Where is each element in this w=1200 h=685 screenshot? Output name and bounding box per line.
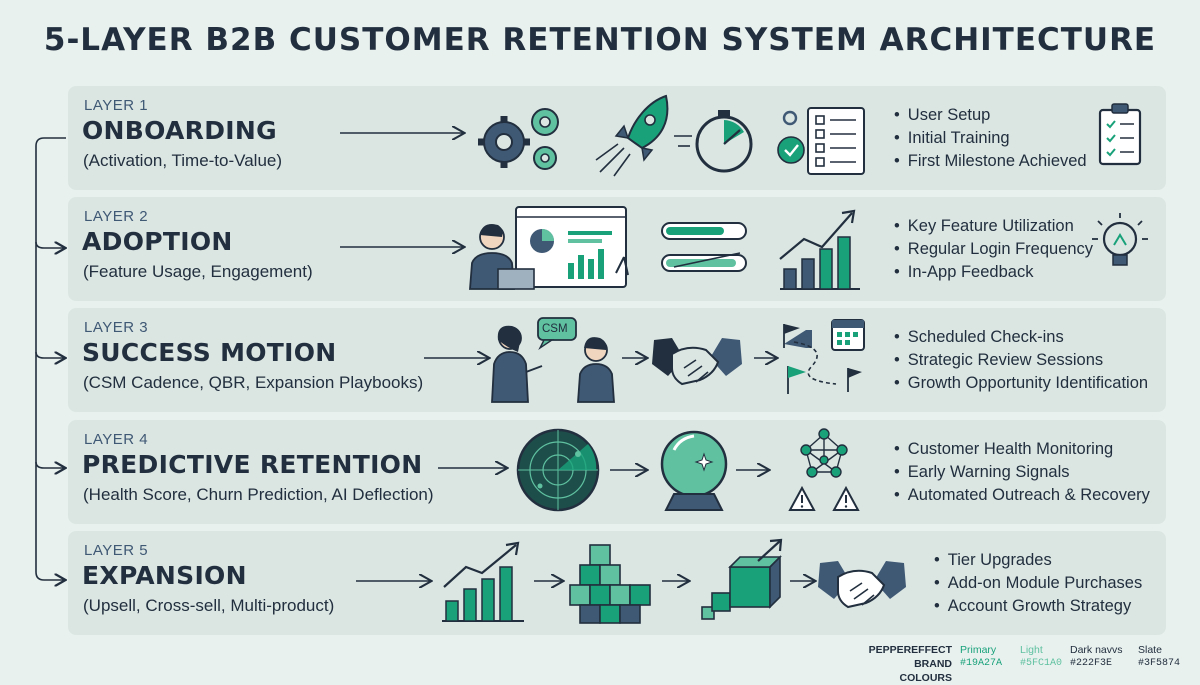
swatch-hex: #5FC1A0 bbox=[1020, 658, 1063, 669]
layer-5-bullets: Tier Upgrades Add-on Module Purchases Ac… bbox=[934, 549, 1142, 618]
layer-2-subtitle: (Feature Usage, Engagement) bbox=[83, 262, 313, 281]
radar-icon bbox=[516, 428, 600, 512]
layer-1-panel: LAYER 1 ONBOARDING (Activation, Time-to-… bbox=[68, 86, 1166, 190]
layer-1-flow bbox=[340, 94, 1142, 177]
swatch-name: Light bbox=[1020, 644, 1043, 656]
progress-bars-icon bbox=[661, 222, 747, 272]
rocket-icon bbox=[595, 94, 669, 177]
csm-meeting-icon bbox=[491, 317, 615, 403]
swatch-dark-navy: Dark navvs #222F3E bbox=[1070, 643, 1123, 671]
layer-4-subtitle: (Health Score, Churn Prediction, AI Defl… bbox=[83, 485, 434, 504]
brand-name-line1: PEPPEREFFECT bbox=[868, 644, 952, 656]
brand-colours-legend: PEPPEREFFECT BRAND COLOURS Primary #19A2… bbox=[860, 643, 1190, 684]
handshake-icon bbox=[818, 561, 906, 609]
layer-3-subtitle: (CSM Cadence, QBR, Expansion Playbooks) bbox=[83, 373, 424, 392]
lightbulb-icon bbox=[1092, 213, 1148, 266]
bullet-item: Key Feature Utilization bbox=[894, 215, 1093, 238]
clipboard-icon bbox=[1098, 103, 1142, 166]
analyst-dashboard-icon bbox=[469, 206, 629, 290]
layer-2-panel: LAYER 2 ADOPTION (Feature Usage, Engagem… bbox=[68, 197, 1166, 301]
bullet-item: Automated Outreach & Recovery bbox=[894, 484, 1150, 507]
swatch-hex: #222F3E bbox=[1070, 658, 1113, 669]
swatch-name: Primary bbox=[960, 644, 997, 656]
layer-4-panel: LAYER 4 PREDICTIVE RETENTION (Health Sco… bbox=[68, 420, 1166, 524]
layer-1-number: LAYER 1 bbox=[84, 97, 149, 114]
bullet-item: Account Growth Strategy bbox=[934, 595, 1142, 618]
layer-4-flow bbox=[438, 428, 860, 512]
bullet-item: Initial Training bbox=[894, 127, 1087, 150]
bullet-item: Add-on Module Purchases bbox=[934, 572, 1142, 595]
bullet-item: Scheduled Check-ins bbox=[894, 326, 1148, 349]
layer-3-flow bbox=[424, 317, 865, 403]
layer-3-number: LAYER 3 bbox=[84, 319, 149, 336]
growth-chart-icon bbox=[442, 541, 524, 622]
layer-5-number: LAYER 5 bbox=[84, 542, 149, 559]
swatch-hex: #3F5874 bbox=[1138, 658, 1181, 669]
swatch-primary: Primary #19A27A bbox=[960, 643, 1002, 671]
layer-4-bullets: Customer Health Monitoring Early Warning… bbox=[894, 438, 1150, 507]
layer-4-name: PREDICTIVE RETENTION bbox=[82, 450, 423, 479]
layer-3-panel: LAYER 3 SUCCESS MOTION (CSM Cadence, QBR… bbox=[68, 308, 1166, 412]
layer-5-name: EXPANSION bbox=[82, 561, 247, 590]
page-title: 5-LAYER B2B CUSTOMER RETENTION SYSTEM AR… bbox=[43, 22, 1157, 58]
bullet-item: Growth Opportunity Identification bbox=[894, 372, 1148, 395]
bullet-item: First Milestone Achieved bbox=[894, 150, 1087, 173]
layer-1-subtitle: (Activation, Time-to-Value) bbox=[83, 151, 283, 170]
layer-5-subtitle: (Upsell, Cross-sell, Multi-product) bbox=[83, 596, 335, 615]
layer-3-name: SUCCESS MOTION bbox=[82, 338, 337, 367]
growth-chart-icon bbox=[779, 209, 860, 290]
bullet-item: User Setup bbox=[894, 104, 1087, 127]
layer-5-flow bbox=[356, 538, 906, 624]
network-warning-icon bbox=[788, 428, 860, 511]
checklist-icon bbox=[777, 107, 865, 175]
cube-stack-icon bbox=[569, 544, 651, 624]
brand-name-line2: BRAND COLOURS bbox=[899, 658, 953, 684]
csm-speech-bubble-label: CSM bbox=[542, 323, 568, 335]
layer-4-number: LAYER 4 bbox=[84, 431, 149, 448]
layer-1-name: ONBOARDING bbox=[82, 116, 277, 145]
bullet-item: Early Warning Signals bbox=[894, 461, 1150, 484]
bullet-item: Tier Upgrades bbox=[934, 549, 1142, 572]
bullet-item: Customer Health Monitoring bbox=[894, 438, 1150, 461]
layer-3-bullets: Scheduled Check-ins Strategic Review Ses… bbox=[894, 326, 1148, 395]
swatch-name: Dark navvs bbox=[1070, 644, 1123, 656]
gears-icon bbox=[478, 108, 559, 170]
handshake-icon bbox=[652, 338, 742, 386]
roadmap-calendar-icon bbox=[783, 319, 865, 394]
swatch-light: Light #5FC1A0 bbox=[1020, 643, 1062, 671]
swatch-slate: Slate #3F5874 bbox=[1138, 643, 1180, 671]
layer-2-flow bbox=[340, 206, 1148, 290]
layer-2-bullets: Key Feature Utilization Regular Login Fr… bbox=[894, 215, 1093, 284]
swatch-name: Slate bbox=[1138, 644, 1162, 656]
stopwatch-icon bbox=[674, 110, 753, 173]
layer-connector-spine bbox=[35, 137, 80, 675]
bullet-item: Regular Login Frequency bbox=[894, 238, 1093, 261]
crystal-ball-icon bbox=[660, 430, 728, 511]
swatch-hex: #19A27A bbox=[960, 658, 1003, 669]
layer-5-panel: LAYER 5 EXPANSION (Upsell, Cross-sell, M… bbox=[68, 531, 1166, 635]
layer-2-name: ADOPTION bbox=[82, 227, 233, 256]
brand-name: PEPPEREFFECT BRAND COLOURS bbox=[860, 643, 952, 685]
layer-2-number: LAYER 2 bbox=[84, 208, 149, 225]
layer-1-bullets: User Setup Initial Training First Milest… bbox=[894, 104, 1087, 173]
scaling-cubes-icon bbox=[701, 538, 783, 620]
bullet-item: Strategic Review Sessions bbox=[894, 349, 1148, 372]
bullet-item: In-App Feedback bbox=[894, 261, 1093, 284]
